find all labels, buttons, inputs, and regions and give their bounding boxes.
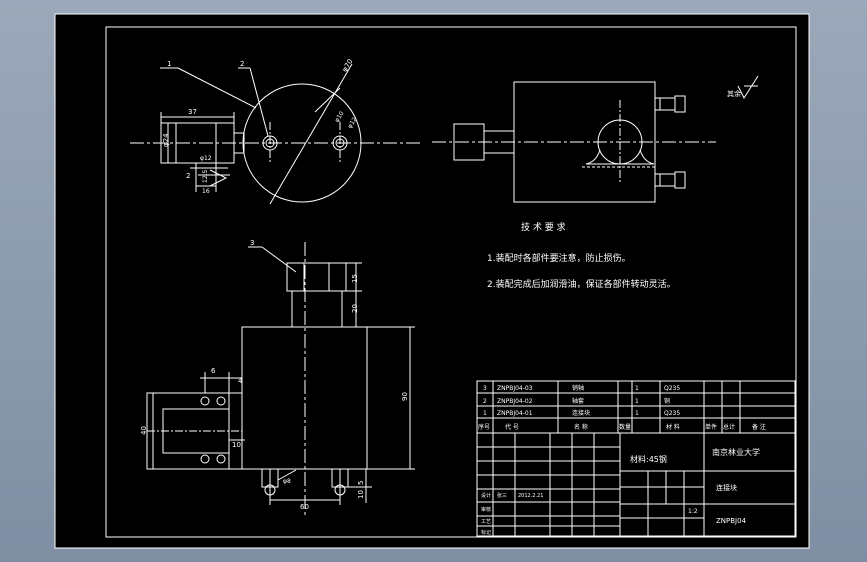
dim-front-40: 40	[140, 426, 148, 435]
dim-small-45: 12.5	[202, 169, 209, 183]
part-row-2-name: 轴套	[572, 397, 584, 405]
part-header-total: 总计	[723, 423, 735, 431]
title-row-design: 设计	[481, 492, 491, 499]
part-header-unit: 单件	[705, 423, 717, 431]
part-row-3-seq: 3	[483, 385, 487, 392]
tech-note-2: 2.装配完成后加润滑油，保证各部件转动灵活。	[487, 278, 676, 290]
part-row-1-seq: 1	[483, 410, 487, 417]
title-school: 南京林业大学	[712, 447, 760, 457]
title-scale: 1:2	[688, 508, 698, 515]
title-row-review: 审核	[481, 506, 491, 513]
part-row-1-qty: 1	[635, 410, 639, 417]
part-row-1-code: ZNPBJ04-01	[497, 410, 533, 417]
roughness-label: 其余	[727, 89, 741, 98]
title-drawing-no: ZNPBJ04	[716, 517, 747, 525]
part-header-code: 代 号	[505, 423, 519, 431]
dim-front-5: 5	[357, 481, 365, 485]
dim-front-15: 15	[351, 274, 359, 283]
balloon-3: 3	[250, 239, 254, 247]
dim-small-16: 16	[202, 188, 210, 195]
drawing-frame	[105, 26, 797, 538]
part-row-2-seq: 2	[483, 398, 487, 405]
part-header-seq: 序号	[478, 423, 490, 431]
part-row-3-code: ZNPBJ04-03	[497, 385, 533, 392]
balloon-2: 2	[240, 60, 244, 68]
dim-front-20: 20	[351, 304, 359, 313]
top-view	[130, 63, 420, 205]
title-part-name: 连接块	[716, 483, 737, 492]
tech-title: 技 术 要 求	[521, 221, 566, 233]
part-row-1-mat: Q235	[664, 410, 680, 417]
dim-front-10: 10	[232, 441, 241, 449]
front-view	[146, 242, 415, 515]
dim-front-10b: 10	[357, 490, 365, 499]
dim-front-phi: φ8	[283, 478, 291, 485]
dim-phi-left: φ24	[162, 133, 170, 147]
title-design-name: 张三	[497, 492, 507, 499]
dim-phi-small: φ12	[200, 155, 212, 162]
part-row-2-mat: 铜	[664, 397, 670, 405]
part-row-3-name: 销轴	[572, 384, 584, 392]
part-row-1-name: 连接块	[572, 409, 590, 417]
title-row-process: 工艺	[481, 519, 491, 525]
dim-front-4: 4	[238, 377, 243, 385]
dim-small-2: 2	[186, 172, 190, 180]
roughness-symbol	[737, 75, 759, 100]
title-block-lines	[476, 380, 796, 537]
side-view	[432, 81, 716, 203]
title-design-date: 2012.2.21	[518, 493, 543, 499]
dim-front-60: 60	[300, 503, 309, 511]
drawing-sheet	[54, 13, 810, 549]
title-row-mark: 标记	[481, 529, 491, 536]
part-row-3-mat: Q235	[664, 385, 680, 392]
part-header-name: 名 称	[574, 423, 588, 431]
dim-front-90: 90	[401, 392, 409, 401]
title-material: 材料:45钢	[630, 454, 667, 464]
tech-note-1: 1.装配时各部件要注意，防止损伤。	[487, 252, 631, 264]
balloon-1: 1	[167, 60, 171, 68]
part-row-2-qty: 1	[635, 398, 639, 405]
part-row-3-qty: 1	[635, 385, 639, 392]
dim-front-6: 6	[211, 367, 216, 375]
dim-top-width: 37	[188, 108, 197, 116]
part-row-2-code: ZNPBJ04-02	[497, 398, 533, 405]
part-header-mat: 材 料	[666, 423, 680, 431]
part-header-qty: 数量	[619, 423, 631, 431]
part-header-note: 备 注	[752, 423, 766, 431]
